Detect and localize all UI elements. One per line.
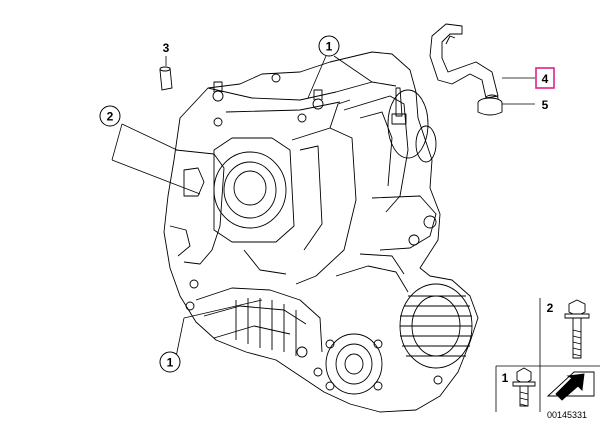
transfer-case-drawing [163,51,479,413]
arrow-icon [546,371,595,401]
legend-item-1: 1 [502,367,536,407]
callout-5-label: 5 [542,98,549,112]
callout-5-clamp: 5 [542,98,549,112]
clamp-part-drawing [477,97,503,116]
callout-1-bottom-label: 1 [167,356,174,370]
highlight-box [535,67,555,89]
callout-1-top: 1 [318,35,340,57]
hose-part-drawing [429,23,499,102]
callout-4-hose-highlighted: 4 [535,67,555,89]
pin-part-drawing [159,66,173,91]
callout-3-pin: 3 [163,41,170,55]
callout-2-label: 2 [107,110,114,124]
callout-1-bottom: 1 [159,351,181,373]
callout-3-label: 3 [163,41,170,55]
legend-item-2: 2 [547,299,590,359]
legend-item-1-label: 1 [502,371,509,385]
callout-4-label: 4 [542,72,549,86]
reference-number: 00145331 [547,410,587,420]
short-bolt-icon [512,367,536,407]
callout-2-left: 2 [99,105,121,127]
legend-panel [495,298,600,412]
callout-1-top-label: 1 [326,40,333,54]
legend-item-2-label: 2 [547,301,554,315]
long-bolt-icon [564,299,590,359]
leader-lines [111,55,535,358]
